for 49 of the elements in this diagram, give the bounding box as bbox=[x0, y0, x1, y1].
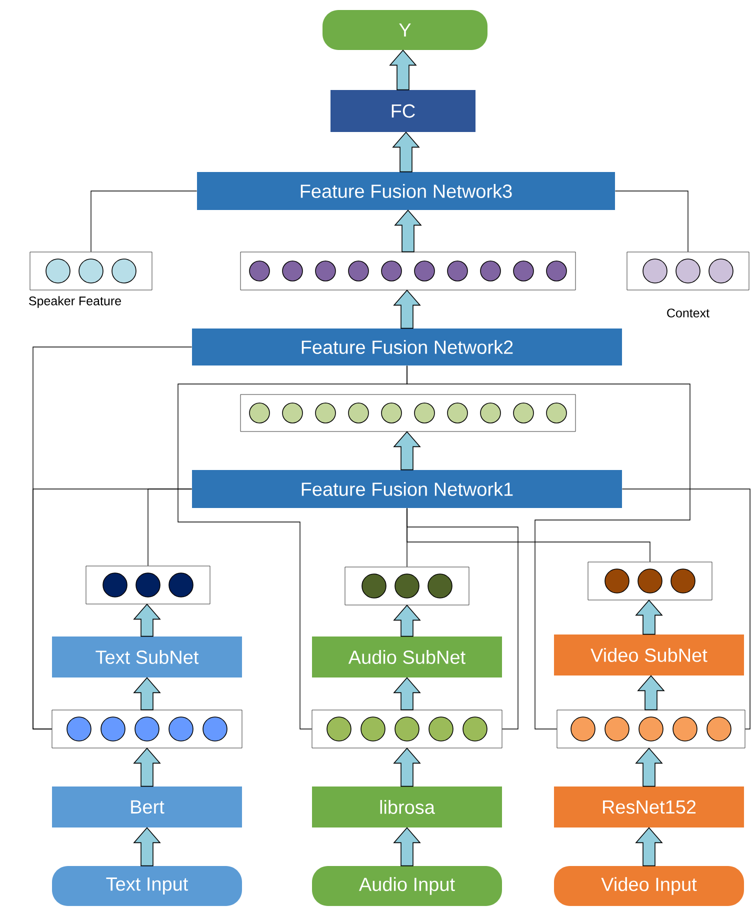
block-arrow bbox=[637, 675, 665, 710]
connector-line bbox=[148, 488, 192, 566]
block-arrow bbox=[393, 604, 421, 637]
terminal-box: Video Input bbox=[554, 866, 744, 906]
connector-line bbox=[406, 508, 650, 562]
feature-vector bbox=[344, 566, 470, 606]
feature-vector bbox=[312, 710, 502, 748]
layer-box: FC bbox=[330, 90, 476, 132]
feature-vector bbox=[52, 710, 242, 748]
block-arrow bbox=[133, 677, 161, 710]
feature-vector bbox=[240, 252, 576, 290]
block-arrow bbox=[133, 604, 161, 637]
block-arrow bbox=[392, 132, 420, 172]
block-arrow bbox=[393, 290, 421, 329]
block-arrow bbox=[393, 748, 421, 787]
block-arrow bbox=[389, 50, 417, 90]
block-arrow bbox=[133, 748, 161, 787]
block-arrow bbox=[393, 431, 421, 470]
connector-line bbox=[622, 488, 750, 730]
block-arrow bbox=[394, 210, 422, 252]
layer-box: Video SubNet bbox=[554, 634, 744, 676]
block-arrow bbox=[393, 827, 421, 866]
layer-box: Feature Fusion Network3 bbox=[197, 172, 615, 210]
layer-box: librosa bbox=[312, 786, 502, 828]
layer-box: Text SubNet bbox=[52, 636, 242, 678]
block-arrow bbox=[635, 827, 663, 866]
layer-box: Feature Fusion Network1 bbox=[192, 470, 622, 508]
block-arrow bbox=[393, 677, 421, 710]
terminal-box: Text Input bbox=[52, 866, 242, 906]
block-arrow bbox=[635, 600, 663, 635]
feature-vector bbox=[30, 252, 152, 290]
feature-vector bbox=[588, 562, 712, 600]
layer-box: Feature Fusion Network2 bbox=[192, 328, 622, 366]
layer-box: Bert bbox=[52, 786, 242, 828]
vector-caption: Speaker Feature bbox=[29, 296, 121, 308]
feature-vector bbox=[86, 566, 210, 604]
feature-vector bbox=[556, 710, 746, 748]
terminal-box: Y bbox=[322, 10, 488, 50]
block-arrow bbox=[133, 827, 161, 866]
layer-box: ResNet152 bbox=[554, 786, 744, 828]
feature-vector bbox=[626, 252, 750, 290]
layer-box: Audio SubNet bbox=[312, 636, 502, 678]
block-arrow bbox=[635, 748, 663, 787]
terminal-box: Audio Input bbox=[312, 866, 502, 906]
vector-caption: Context bbox=[667, 308, 710, 318]
feature-vector bbox=[240, 394, 576, 432]
connector-line bbox=[90, 190, 198, 252]
connector-line bbox=[406, 365, 690, 730]
connector-line bbox=[614, 190, 688, 252]
